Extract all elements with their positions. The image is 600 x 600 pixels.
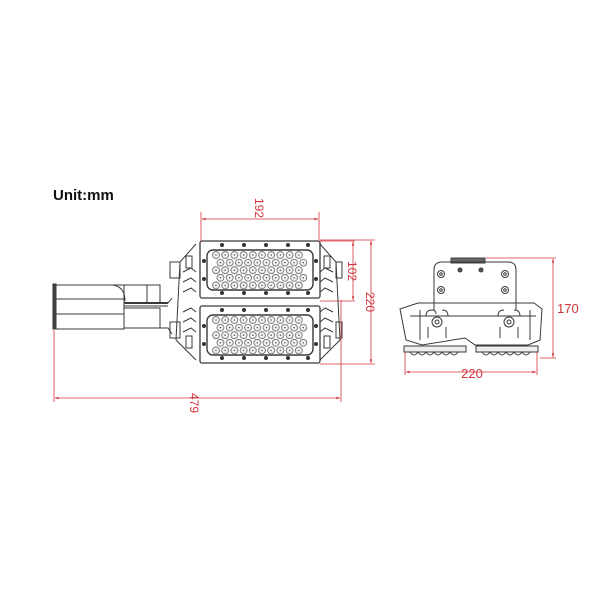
dim-module-width: 192 <box>252 198 266 218</box>
mounting-arm <box>52 283 173 335</box>
side-dimensions <box>404 257 556 375</box>
side-dimension-labels: 170 220 <box>461 301 579 381</box>
led-module-top <box>199 240 321 299</box>
dim-side-height: 170 <box>557 301 579 316</box>
dim-module-height: 102 <box>345 261 359 281</box>
front-dimensions <box>53 212 375 402</box>
front-view <box>52 240 343 364</box>
unit-label: Unit:mm <box>53 187 114 204</box>
heatsink-left <box>169 243 197 361</box>
front-dimension-labels: 192 102 220 479 <box>187 198 377 413</box>
dim-side-width: 220 <box>461 366 483 381</box>
dim-total-height: 220 <box>363 292 377 312</box>
led-module-bottom <box>199 305 321 364</box>
dim-total-length: 479 <box>187 393 201 413</box>
side-view <box>399 257 543 356</box>
heatsink-right <box>319 243 343 361</box>
